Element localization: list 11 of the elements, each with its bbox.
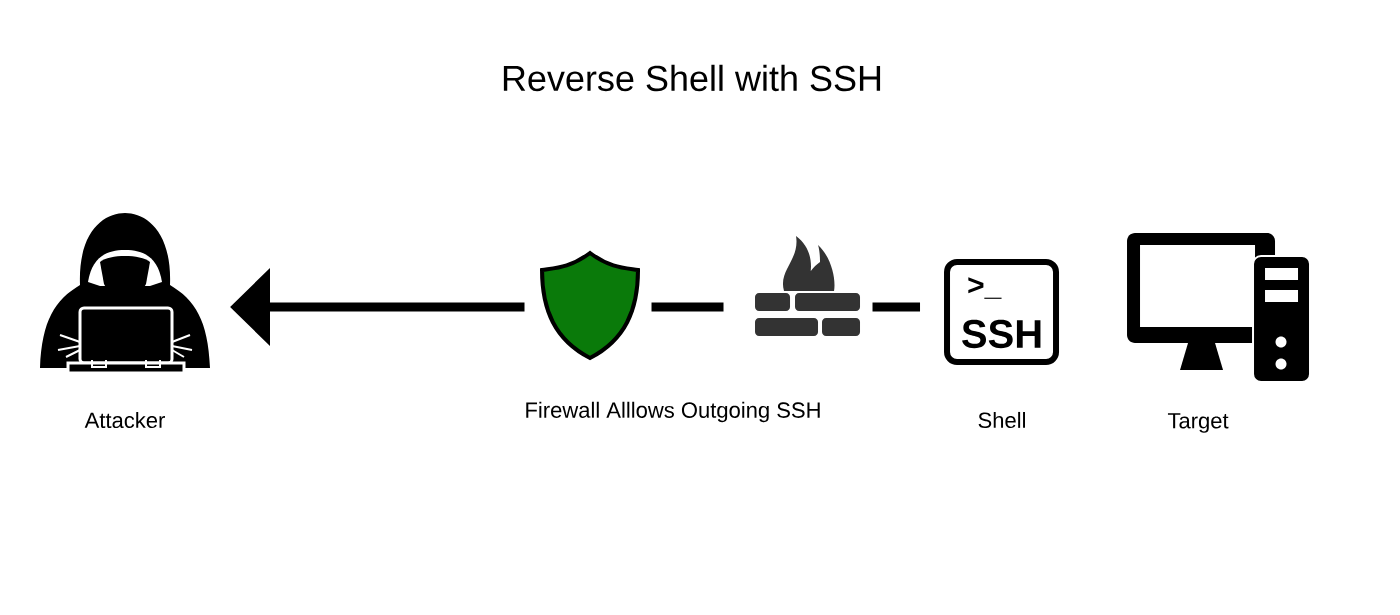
- node-caption: Attacker: [84, 411, 165, 429]
- caption: Firewall Alllows Outgoing SSH: [526, 401, 820, 423]
- connector-line: [872, 302, 920, 312]
- prompt-symbol: >_: [968, 277, 1002, 299]
- node-caption: Target: [1167, 413, 1229, 433]
- node-caption: Shell: [978, 411, 1025, 429]
- shield-icon: [540, 251, 640, 360]
- firewall-icon: [755, 236, 860, 336]
- icon-text: SSH: [962, 319, 1041, 349]
- title: Reverse Shell with SSH: [503, 64, 881, 92]
- connector-line: [651, 302, 724, 312]
